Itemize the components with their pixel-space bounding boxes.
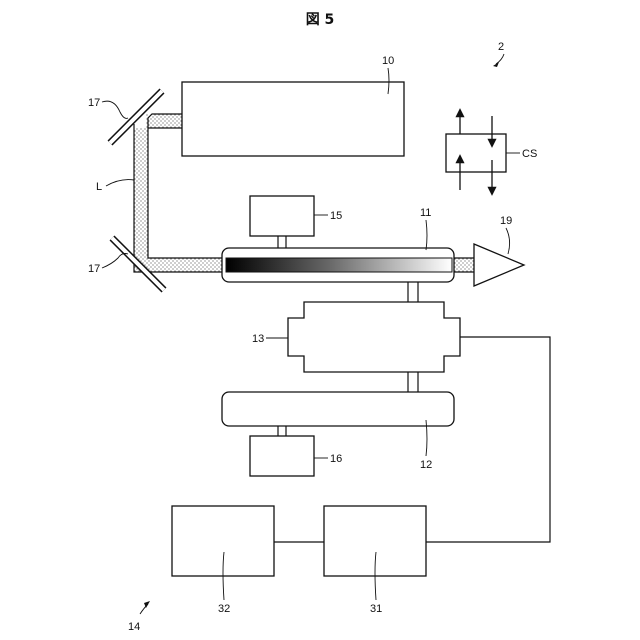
- beam-vertical: [134, 128, 148, 258]
- box-15: [250, 196, 314, 236]
- box-16-label: 16: [330, 453, 342, 465]
- device-leader: [496, 54, 504, 64]
- tube-leader: [426, 220, 427, 250]
- output-label: 19: [500, 215, 512, 227]
- system-label: 14: [128, 621, 140, 633]
- box-15-connector: [278, 236, 286, 248]
- tube-13-connector: [408, 282, 418, 302]
- laser-label: 10: [382, 55, 394, 67]
- box-15-label: 15: [330, 210, 342, 222]
- output-19: [474, 244, 524, 286]
- device-arrowhead: [493, 62, 499, 67]
- beam-label: L: [96, 181, 102, 193]
- unit-13: [288, 302, 460, 372]
- beam-exit: [452, 258, 476, 272]
- unit-13-label: 13: [252, 333, 264, 345]
- tube-label: 11: [420, 207, 431, 219]
- box-31-label: 31: [370, 603, 382, 615]
- mirror-top-leader: [102, 101, 128, 118]
- tube-gradient-rod: [226, 258, 452, 272]
- unit13-power-connector: [408, 372, 418, 392]
- mirror-bottom-label: 17: [88, 263, 100, 275]
- box-16: [250, 436, 314, 476]
- laser-box: [182, 82, 404, 156]
- laser-leader: [388, 68, 389, 94]
- cs-symbol: CS: [446, 110, 537, 194]
- figure-title: 図 5: [306, 12, 335, 28]
- beam-leader: [106, 180, 134, 186]
- cs-label: CS: [522, 148, 537, 160]
- output-leader: [506, 228, 510, 254]
- box-16-connector: [278, 426, 286, 436]
- device-2-label-group: 2: [493, 41, 504, 67]
- power-12: [222, 392, 454, 426]
- power-label: 12: [420, 459, 432, 471]
- mirror-bottom-leader: [102, 254, 128, 269]
- power-leader: [426, 420, 427, 456]
- mirror-top-label: 17: [88, 97, 100, 109]
- beam-top-horizontal: [146, 114, 182, 128]
- cs-box: [446, 134, 506, 172]
- box-32-label: 32: [218, 603, 230, 615]
- device-label: 2: [498, 41, 504, 53]
